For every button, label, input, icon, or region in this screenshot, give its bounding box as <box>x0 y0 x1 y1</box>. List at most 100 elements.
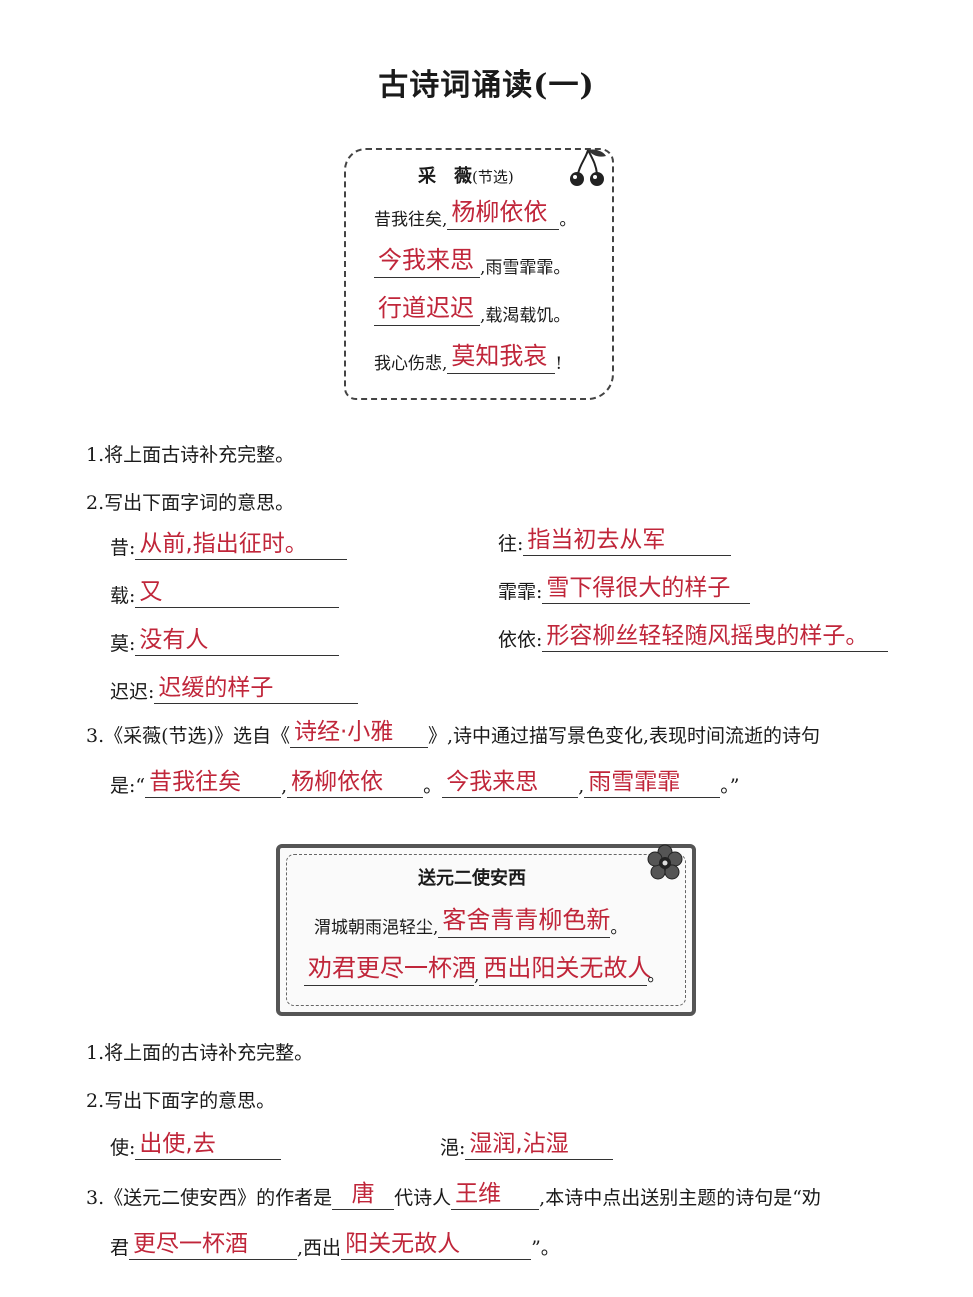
def-shi: 使:出使,去 <box>110 1130 282 1160</box>
poem-box-inner <box>286 854 686 1006</box>
answer-blank: 诗经·小雅 <box>289 718 428 748</box>
answer-blank: 客舍青青柳色新 <box>438 906 611 938</box>
handwritten-answer: 杨柳依依 <box>451 198 548 226</box>
question-2-3-line-2: 君更尽一杯酒 ,西出阳关无故人 ”。 <box>110 1230 560 1260</box>
def-label: 昔: <box>110 537 136 559</box>
def-xi: 昔:从前,指出征时。 <box>110 530 348 560</box>
answer-blank: 唐 <box>332 1180 395 1210</box>
answer-blank: 迟缓的样子 <box>154 674 359 704</box>
poem-line-4: 我心伤悲,莫知我哀! <box>374 342 562 374</box>
answer-blank: 指当初去从军 <box>523 526 732 556</box>
handwritten-answer: 杨柳依依 <box>291 769 384 795</box>
answer-blank: 更尽一杯酒 <box>129 1230 298 1260</box>
handwritten-answer: 更尽一杯酒 <box>133 1231 249 1257</box>
def-label: 浥: <box>440 1137 466 1159</box>
answer-blank: 杨柳依依 <box>287 768 424 798</box>
poem-text: ! <box>555 354 563 374</box>
handwritten-answer: 指当初去从军 <box>527 527 666 553</box>
poem-text: 我心伤悲, <box>374 354 448 374</box>
question-2-2: 2.写出下面字的意思。 <box>86 1090 276 1112</box>
question-text: ,西出 <box>297 1237 342 1259</box>
answer-blank: 雨雪霏霏 <box>584 768 721 798</box>
answer-blank: 从前,指出征时。 <box>135 530 348 560</box>
answer-blank: 又 <box>135 578 340 608</box>
handwritten-answer: 劝君更尽一杯酒 <box>308 954 476 982</box>
handwritten-answer: 客舍青青柳色新 <box>442 906 611 934</box>
question-1: 1.将上面古诗补充完整。 <box>86 444 295 466</box>
handwritten-answer: 莫知我哀 <box>451 342 548 370</box>
handwritten-answer: 昔我往矣 <box>149 769 242 795</box>
handwritten-answer: 迟缓的样子 <box>158 675 274 701</box>
handwritten-answer: 没有人 <box>139 627 209 653</box>
answer-blank: 行道迟迟 <box>374 294 480 326</box>
question-text: 3.《送元二使安西》的作者是 <box>86 1187 333 1209</box>
page-title: 古诗词诵读(一) <box>378 68 595 103</box>
question-text: , <box>281 775 288 797</box>
handwritten-answer: 今我来思 <box>378 246 474 274</box>
poem-text: 渭城朝雨浥轻尘, <box>314 918 439 938</box>
def-label: 迟迟: <box>110 681 155 703</box>
handwritten-answer: 诗经·小雅 <box>293 719 394 745</box>
question-2-3-line-1: 3.《送元二使安西》的作者是唐代诗人王维 ,本诗中点出送别主题的诗句是“劝 <box>86 1180 821 1210</box>
handwritten-answer: 行道迟迟 <box>378 294 474 322</box>
def-wang: 往:指当初去从军 <box>498 526 732 556</box>
answer-blank: 湿润,沾湿 <box>465 1130 614 1160</box>
question-text: ”。 <box>531 1237 560 1259</box>
answer-blank: 西出阳关无故人 <box>479 954 651 986</box>
poem-text: 昔我往矣, <box>374 210 448 230</box>
answer-blank: 阳关无故人 <box>341 1230 532 1260</box>
handwritten-answer: 又 <box>139 579 163 605</box>
answer-blank: 莫知我哀 <box>447 342 556 374</box>
poem-box-caiwei <box>344 148 614 400</box>
answer-blank: 昔我往矣 <box>145 768 282 798</box>
def-mo: 莫:没有人 <box>110 626 340 656</box>
answer-blank: 出使,去 <box>135 1130 282 1160</box>
poem-text: ,载渴载饥。 <box>480 306 571 326</box>
answer-blank: 雪下得很大的样子 <box>542 574 751 604</box>
answer-blank: 形容柳丝轻轻随风摇曳的样子。 <box>542 622 889 652</box>
handwritten-answer: 雨雪霏霏 <box>588 769 681 795</box>
poem-line-1: 昔我往矣,杨柳依依。 <box>374 198 576 230</box>
handwritten-answer: 唐 <box>351 1181 375 1207</box>
handwritten-answer: 形容柳丝轻轻随风摇曳的样子。 <box>546 623 869 649</box>
def-chichi: 迟迟:迟缓的样子 <box>110 674 359 704</box>
question-3-line-2: 是:“昔我往矣,杨柳依依。今我来思,雨雪霏霏。” <box>110 768 739 798</box>
poem-title-note: (节选) <box>472 168 514 186</box>
poem2-title: 送元二使安西 <box>418 868 526 889</box>
poem-title: 采 薇(节选) <box>418 162 514 188</box>
question-text: 君 <box>110 1237 130 1259</box>
handwritten-answer: 王维 <box>455 1181 502 1207</box>
question-text: 。” <box>720 775 740 797</box>
poem-line-2: 今我来思 ,雨雪霏霏。 <box>374 246 570 278</box>
def-feifei: 霏霏:雪下得很大的样子 <box>498 574 751 604</box>
answer-blank: 王维 <box>451 1180 540 1210</box>
question-text: 。 <box>423 775 443 797</box>
poem-title-text: 采 薇 <box>418 166 472 187</box>
question-text: 代诗人 <box>394 1187 452 1209</box>
answer-blank: 今我来思 <box>374 246 480 278</box>
handwritten-answer: 今我来思 <box>446 769 539 795</box>
def-label: 往: <box>498 533 524 555</box>
poem-text: ,雨雪霏霏。 <box>480 258 571 278</box>
poem2-line-2: 劝君更尽一杯酒,西出阳关无故人。 <box>304 954 664 986</box>
def-zai: 载:又 <box>110 578 340 608</box>
def-label: 依依: <box>498 629 543 651</box>
cherry-icon <box>570 149 606 186</box>
answer-blank: 没有人 <box>135 626 340 656</box>
handwritten-answer: 阳关无故人 <box>345 1231 461 1257</box>
def-label: 载: <box>110 585 136 607</box>
handwritten-answer: 西出阳关无故人 <box>483 954 652 982</box>
question-2: 2.写出下面字词的意思。 <box>86 492 295 514</box>
poem-text: , <box>474 966 480 986</box>
handwritten-answer: 出使,去 <box>139 1131 216 1157</box>
answer-blank: 今我来思 <box>442 768 579 798</box>
question-text: ,本诗中点出送别主题的诗句是“劝 <box>539 1187 821 1209</box>
poem-box-songyuaner <box>276 844 696 1016</box>
poem-text: 。 <box>610 918 628 938</box>
flower-icon <box>647 844 683 880</box>
question-3-line-1: 3.《采薇(节选)》选自《诗经·小雅》,诗中通过描写景色变化,表现时间流逝的诗句 <box>86 718 820 748</box>
handwritten-answer: 湿润,沾湿 <box>469 1131 569 1157</box>
answer-blank: 杨柳依依 <box>447 198 560 230</box>
poem-line-3: 行道迟迟 ,载渴载饥。 <box>374 294 570 326</box>
def-label: 霏霏: <box>498 581 543 603</box>
